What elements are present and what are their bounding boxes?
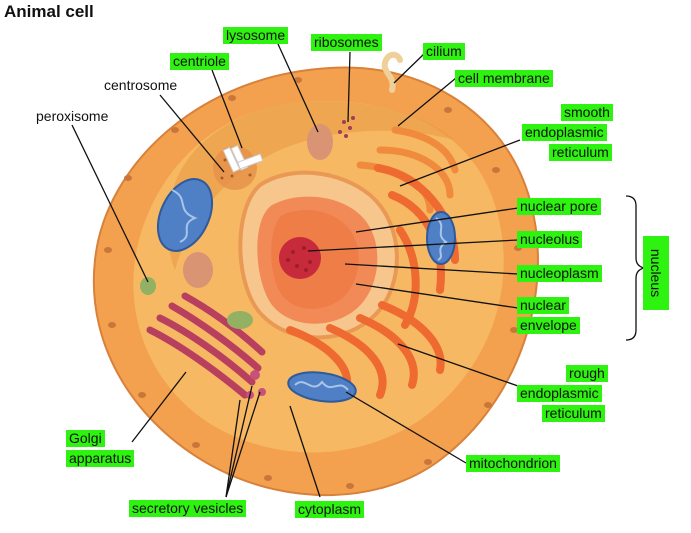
label-centrosome: centrosome <box>104 77 178 93</box>
label-peroxisome: peroxisome <box>36 108 109 124</box>
membrane-pores <box>104 77 522 489</box>
label-rough-er-1: rough <box>566 365 608 382</box>
ribosome-dots <box>338 116 355 138</box>
label-nucleus: nucleus <box>643 236 669 310</box>
label-nuclear-envelope-2: envelope <box>517 317 580 334</box>
label-golgi-2: apparatus <box>66 450 135 467</box>
nucleolus <box>279 237 321 279</box>
nucleolus-texture <box>286 246 312 272</box>
centrosome <box>213 144 264 190</box>
vesicle-green <box>227 311 253 329</box>
label-nuclear-pore: nuclear pore <box>517 198 601 215</box>
peroxisome <box>140 277 156 295</box>
label-secretory-vesicles: secretory vesicles <box>129 500 247 517</box>
label-nucleus-text: nucleus <box>648 248 664 298</box>
label-cilium: cilium <box>423 43 465 60</box>
golgi-apparatus <box>146 292 266 399</box>
nucleus <box>238 170 399 340</box>
leader-lines <box>71 43 521 498</box>
label-nuclear-envelope-1: nuclear <box>517 297 569 314</box>
lysosome <box>307 124 333 160</box>
label-smooth-er-3: reticulum <box>549 144 612 161</box>
label-smooth-er-2: endoplasmic <box>522 124 607 141</box>
cytoplasm-shading <box>167 101 455 270</box>
label-lysosome: lysosome <box>223 27 289 44</box>
label-ribosomes: ribosomes <box>311 34 382 51</box>
label-smooth-er-1: smooth <box>561 104 613 121</box>
label-cell-membrane: cell membrane <box>455 70 553 87</box>
label-golgi-1: Golgi <box>66 430 105 447</box>
label-centriole: centriole <box>170 53 229 70</box>
lysosome-2 <box>183 252 213 288</box>
label-mitochondrion: mitochondrion <box>466 455 560 472</box>
centriole <box>222 144 264 173</box>
diagram-title: Animal cell <box>4 2 94 21</box>
cilium <box>381 51 403 93</box>
label-rough-er-3: reticulum <box>542 405 605 422</box>
label-rough-er-2: endoplasmic <box>517 385 602 402</box>
label-nucleolus: nucleolus <box>517 231 583 248</box>
label-cytoplasm: cytoplasm <box>295 501 365 518</box>
label-nucleoplasm: nucleoplasm <box>517 265 602 282</box>
mitochondria <box>156 178 456 403</box>
nucleus-bracket <box>625 195 645 341</box>
